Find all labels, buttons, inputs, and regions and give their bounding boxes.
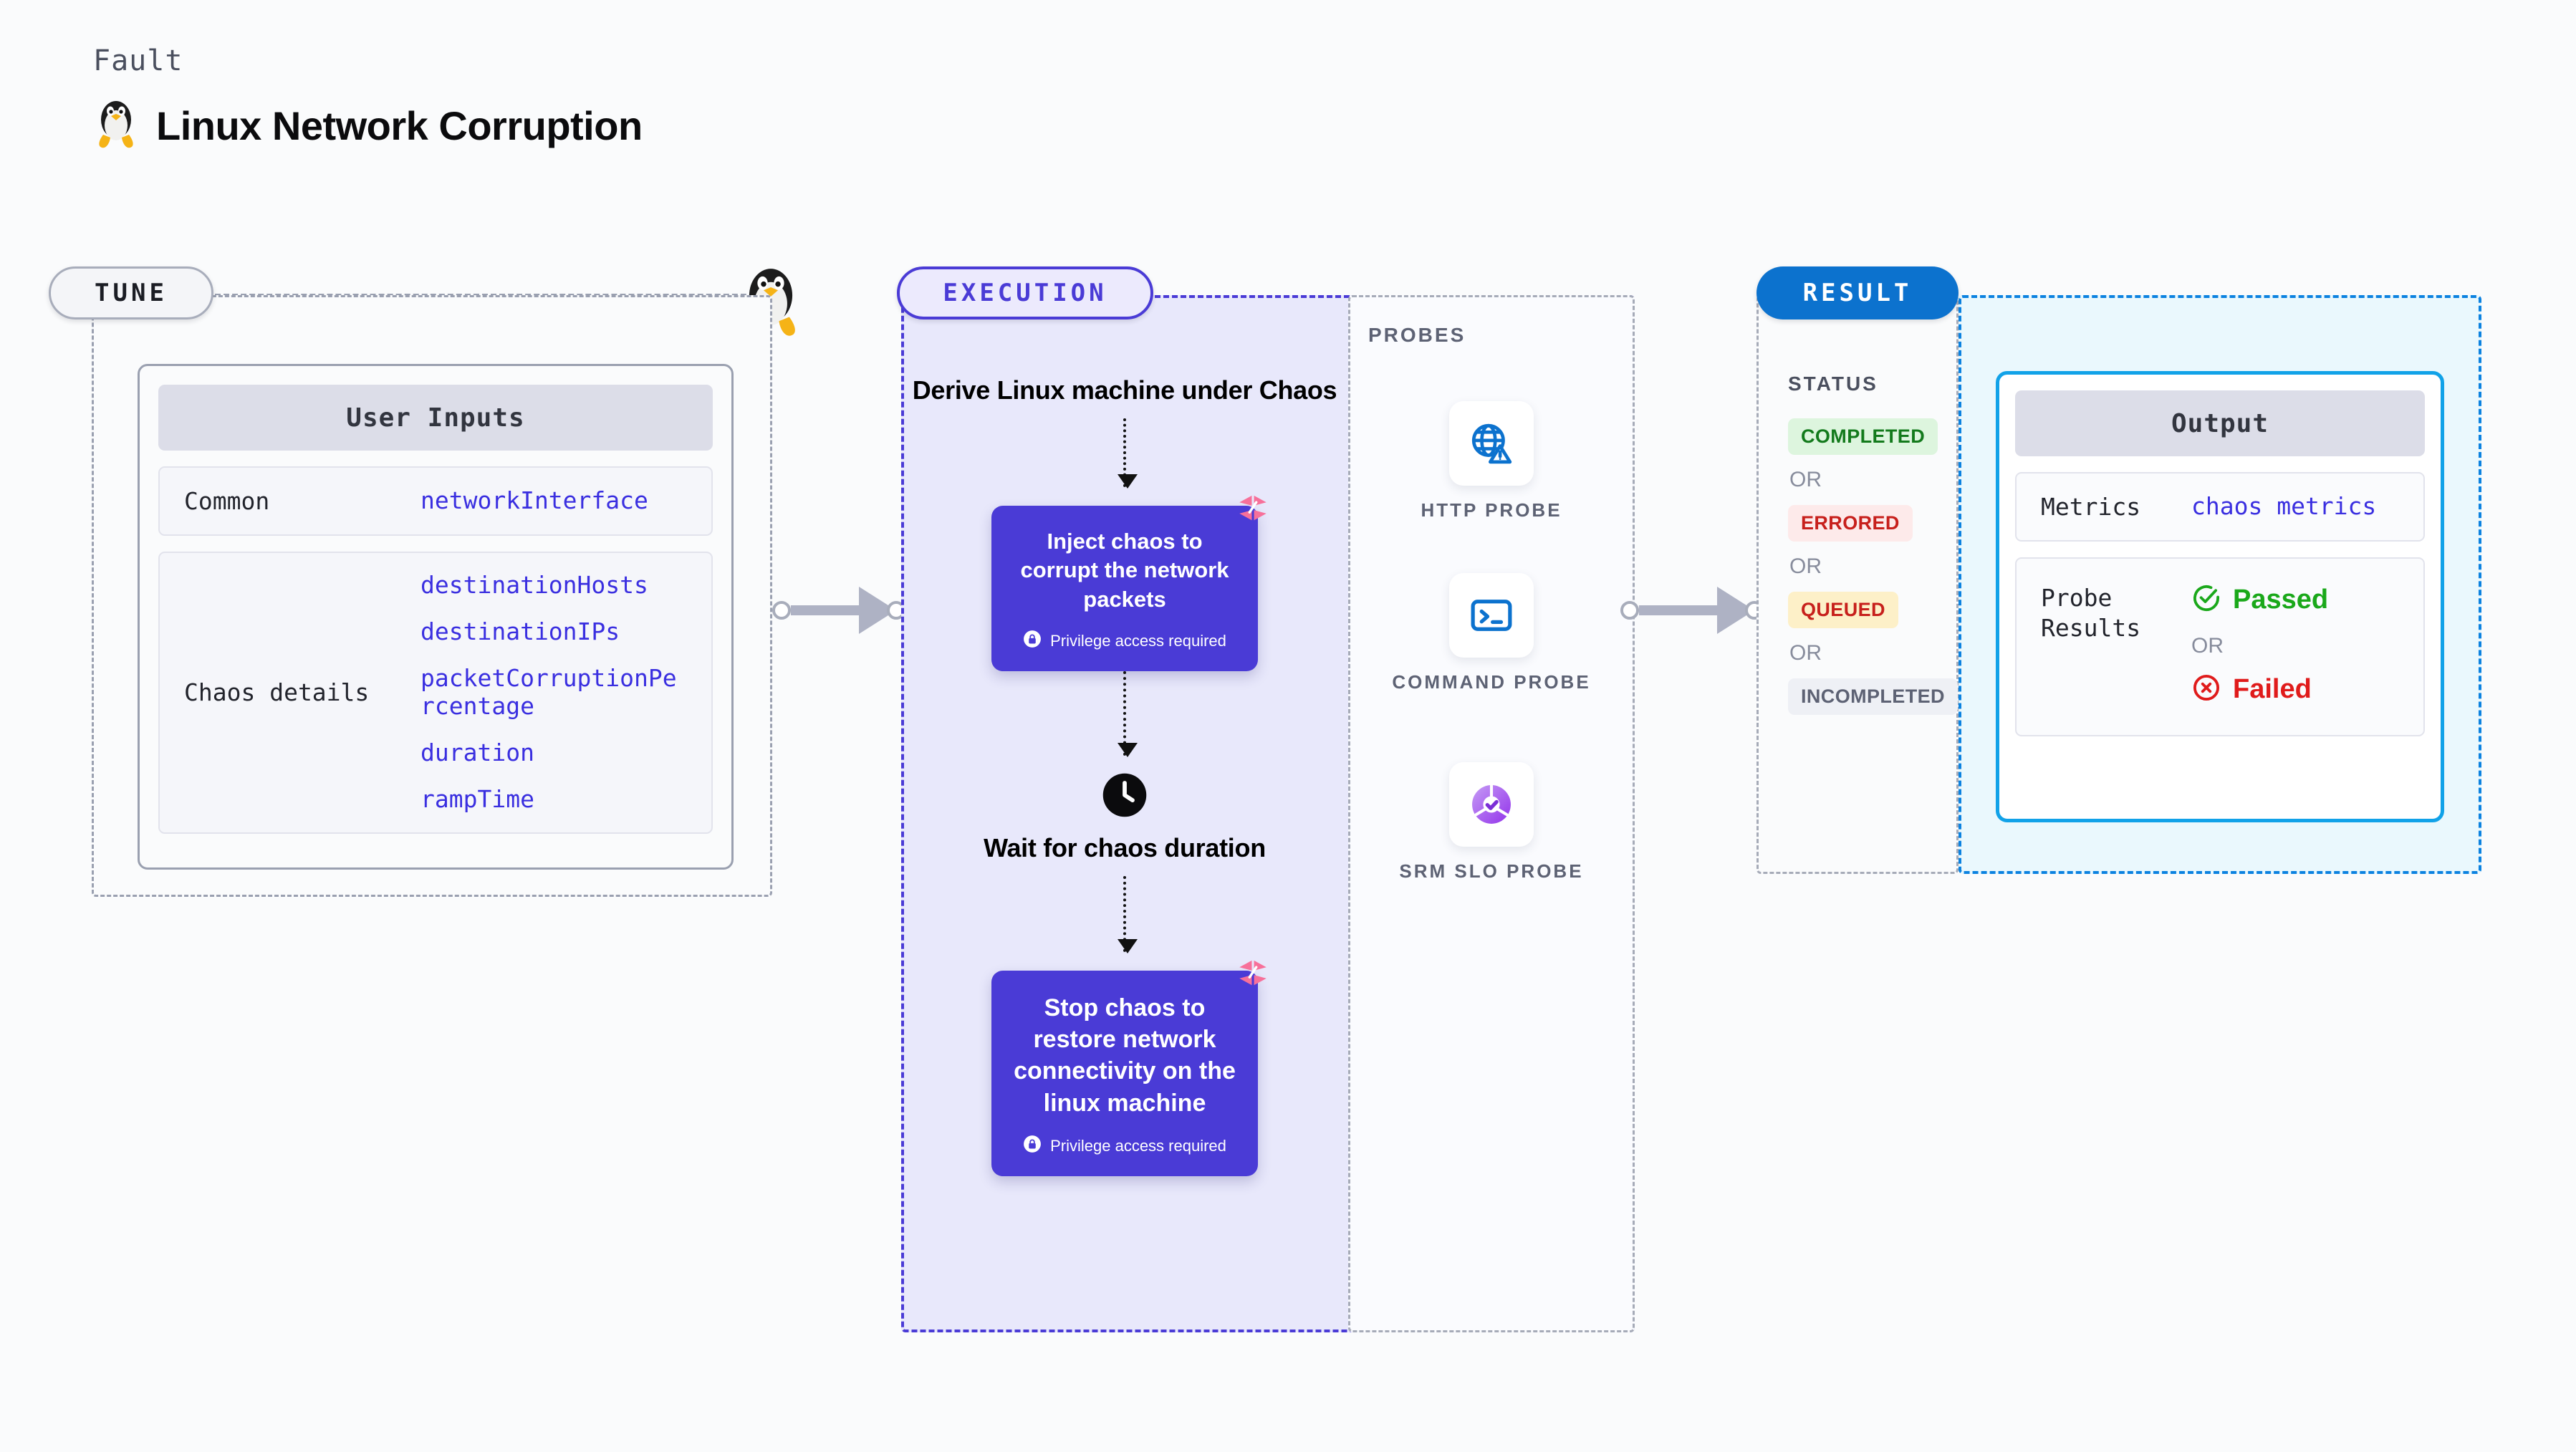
execution-node-stop-privilege: Privilege access required	[1010, 1135, 1239, 1158]
probes-panel: PROBES HTTP PROBE C	[1348, 295, 1635, 1332]
tune-value-duration[interactable]: duration	[420, 739, 534, 766]
probe-http-label: HTTP PROBE	[1421, 499, 1562, 521]
status-list: COMPLETED OR ERRORED OR QUEUED OR INCOMP…	[1788, 418, 1958, 715]
tune-value-destinationips[interactable]: destinationIPs	[420, 617, 620, 646]
execution-node-inject-privilege: Privilege access required	[1010, 630, 1239, 653]
tune-value-networkinterface[interactable]: networkInterface	[420, 486, 648, 515]
connector-bar	[791, 605, 859, 615]
probe-srm-slo[interactable]: SRM SLO PROBE	[1348, 762, 1635, 884]
result-status-panel: RESULT STATUS COMPLETED OR ERRORED OR QU…	[1756, 266, 1959, 874]
fault-kicker: Fault	[93, 44, 183, 77]
connector-start-dot	[772, 601, 791, 620]
donut-check-icon	[1449, 762, 1534, 847]
execution-node-inject-privilege-text: Privilege access required	[1050, 631, 1226, 650]
close-circle-icon	[2191, 673, 2221, 706]
user-inputs-card: User Inputs Common networkInterface Chao…	[138, 364, 734, 870]
tune-value-packetcorruptionpercentage[interactable]: packetCorruptionPercentage	[420, 664, 677, 721]
probe-command-label: COMMAND PROBE	[1392, 671, 1591, 693]
status-badge-completed: COMPLETED	[1788, 418, 1938, 455]
probe-srm-slo-label: SRM SLO PROBE	[1399, 860, 1584, 882]
tune-row-common-key: Common	[184, 487, 270, 515]
execution-node-inject-chaos[interactable]: Inject chaos to corrupt the network pack…	[991, 495, 1267, 671]
connector-tune-to-execution	[772, 587, 905, 634]
output-card-title: Output	[2015, 390, 2425, 456]
status-or-2: OR	[1789, 554, 1822, 578]
probe-result-failed-label: Failed	[2233, 674, 2312, 705]
harness-badge-icon	[1235, 955, 1271, 991]
status-badge-errored: ERRORED	[1788, 505, 1913, 542]
tune-value-ramptime[interactable]: rampTime	[420, 784, 534, 813]
probe-http[interactable]: HTTP PROBE	[1348, 401, 1635, 523]
output-metrics-value[interactable]: chaos metrics	[2191, 492, 2377, 521]
execution-node-stop-chaos[interactable]: Stop chaos to restore network connectivi…	[991, 960, 1267, 1176]
linux-penguin-icon	[93, 97, 139, 154]
user-inputs-title: User Inputs	[158, 385, 713, 451]
status-or-3: OR	[1789, 641, 1822, 665]
output-row-metrics: Metrics chaos metrics	[2015, 472, 2425, 542]
clock-icon	[1101, 771, 1148, 819]
probe-result-passed: Passed	[2191, 583, 2328, 617]
status-badge-queued: QUEUED	[1788, 592, 1898, 628]
execution-pill-badge[interactable]: EXECUTION	[897, 266, 1153, 319]
lock-icon	[1023, 1135, 1042, 1158]
connector-bar	[1639, 605, 1717, 615]
globe-warning-icon	[1449, 401, 1534, 486]
check-circle-icon	[2191, 583, 2221, 617]
execution-node-inject-text: Inject chaos to corrupt the network pack…	[1020, 529, 1229, 612]
page-header: Fault Linux Network Corruption	[93, 44, 643, 154]
execution-node-stop-privilege-text: Privilege access required	[1050, 1136, 1226, 1155]
tune-pill-badge[interactable]: TUNE	[49, 266, 213, 319]
output-probe-results-key: Probe Results	[2041, 584, 2141, 642]
probe-result-passed-label: Passed	[2233, 585, 2329, 615]
connector-execution-to-result	[1620, 587, 1764, 634]
connector-start-dot	[1620, 601, 1639, 620]
flow-arrow-3	[1118, 876, 1138, 954]
probes-section-label: PROBES	[1368, 324, 1466, 346]
result-pill-badge[interactable]: RESULT	[1756, 266, 1959, 319]
execution-node-stop-text: Stop chaos to restore network connectivi…	[1014, 994, 1236, 1117]
tune-row-chaos-details-key: Chaos details	[184, 678, 370, 707]
output-row-probe-results: Probe Results Passed OR	[2015, 557, 2425, 737]
tune-row-common: Common networkInterface	[158, 466, 713, 537]
result-status-panel-border	[1756, 295, 1959, 874]
flow-arrow-1	[1118, 418, 1138, 489]
tune-panel: TUNE User Inputs Common networkInterface…	[49, 266, 772, 897]
status-or-1: OR	[1789, 468, 1822, 491]
page-title: Linux Network Corruption	[156, 103, 643, 148]
output-metrics-key: Metrics	[2041, 493, 2141, 521]
harness-badge-icon	[1235, 490, 1271, 526]
tune-value-destinationhosts[interactable]: destinationHosts	[420, 571, 648, 600]
execution-panel: EXECUTION PROBES HTTP PROBE	[897, 266, 1635, 1332]
lock-icon	[1023, 630, 1042, 653]
tune-row-chaos-details: Chaos details destinationHosts destinati…	[158, 552, 713, 834]
terminal-icon	[1449, 573, 1534, 658]
flow-arrow-2	[1118, 670, 1138, 757]
probe-result-failed: Failed	[2191, 673, 2328, 706]
result-output-panel: Output Metrics chaos metrics Probe Resul…	[1959, 295, 2481, 874]
execution-wait-label: Wait for chaos duration	[984, 832, 1266, 862]
output-card: Output Metrics chaos metrics Probe Resul…	[1996, 371, 2444, 822]
status-section-label: STATUS	[1788, 372, 1878, 395]
probe-result-or: OR	[2191, 634, 2224, 658]
execution-start-label: Derive Linux machine under Chaos	[912, 375, 1337, 405]
status-badge-incompleted: INCOMPLETED	[1788, 678, 1958, 715]
probe-command[interactable]: COMMAND PROBE	[1348, 573, 1635, 695]
